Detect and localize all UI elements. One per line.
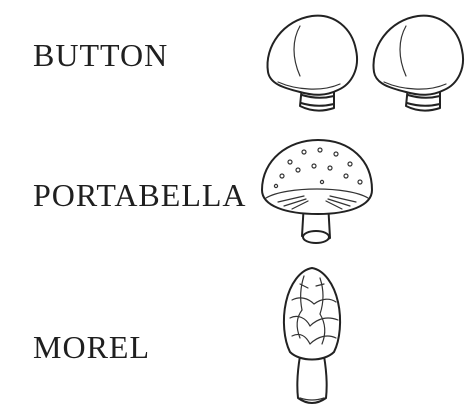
morel-mushroom-illustration: [284, 268, 340, 403]
button-mushroom-illustration-2: [373, 16, 463, 111]
portabella-mushroom-illustration: [262, 140, 372, 243]
button-mushroom-illustration-1: [267, 16, 357, 111]
